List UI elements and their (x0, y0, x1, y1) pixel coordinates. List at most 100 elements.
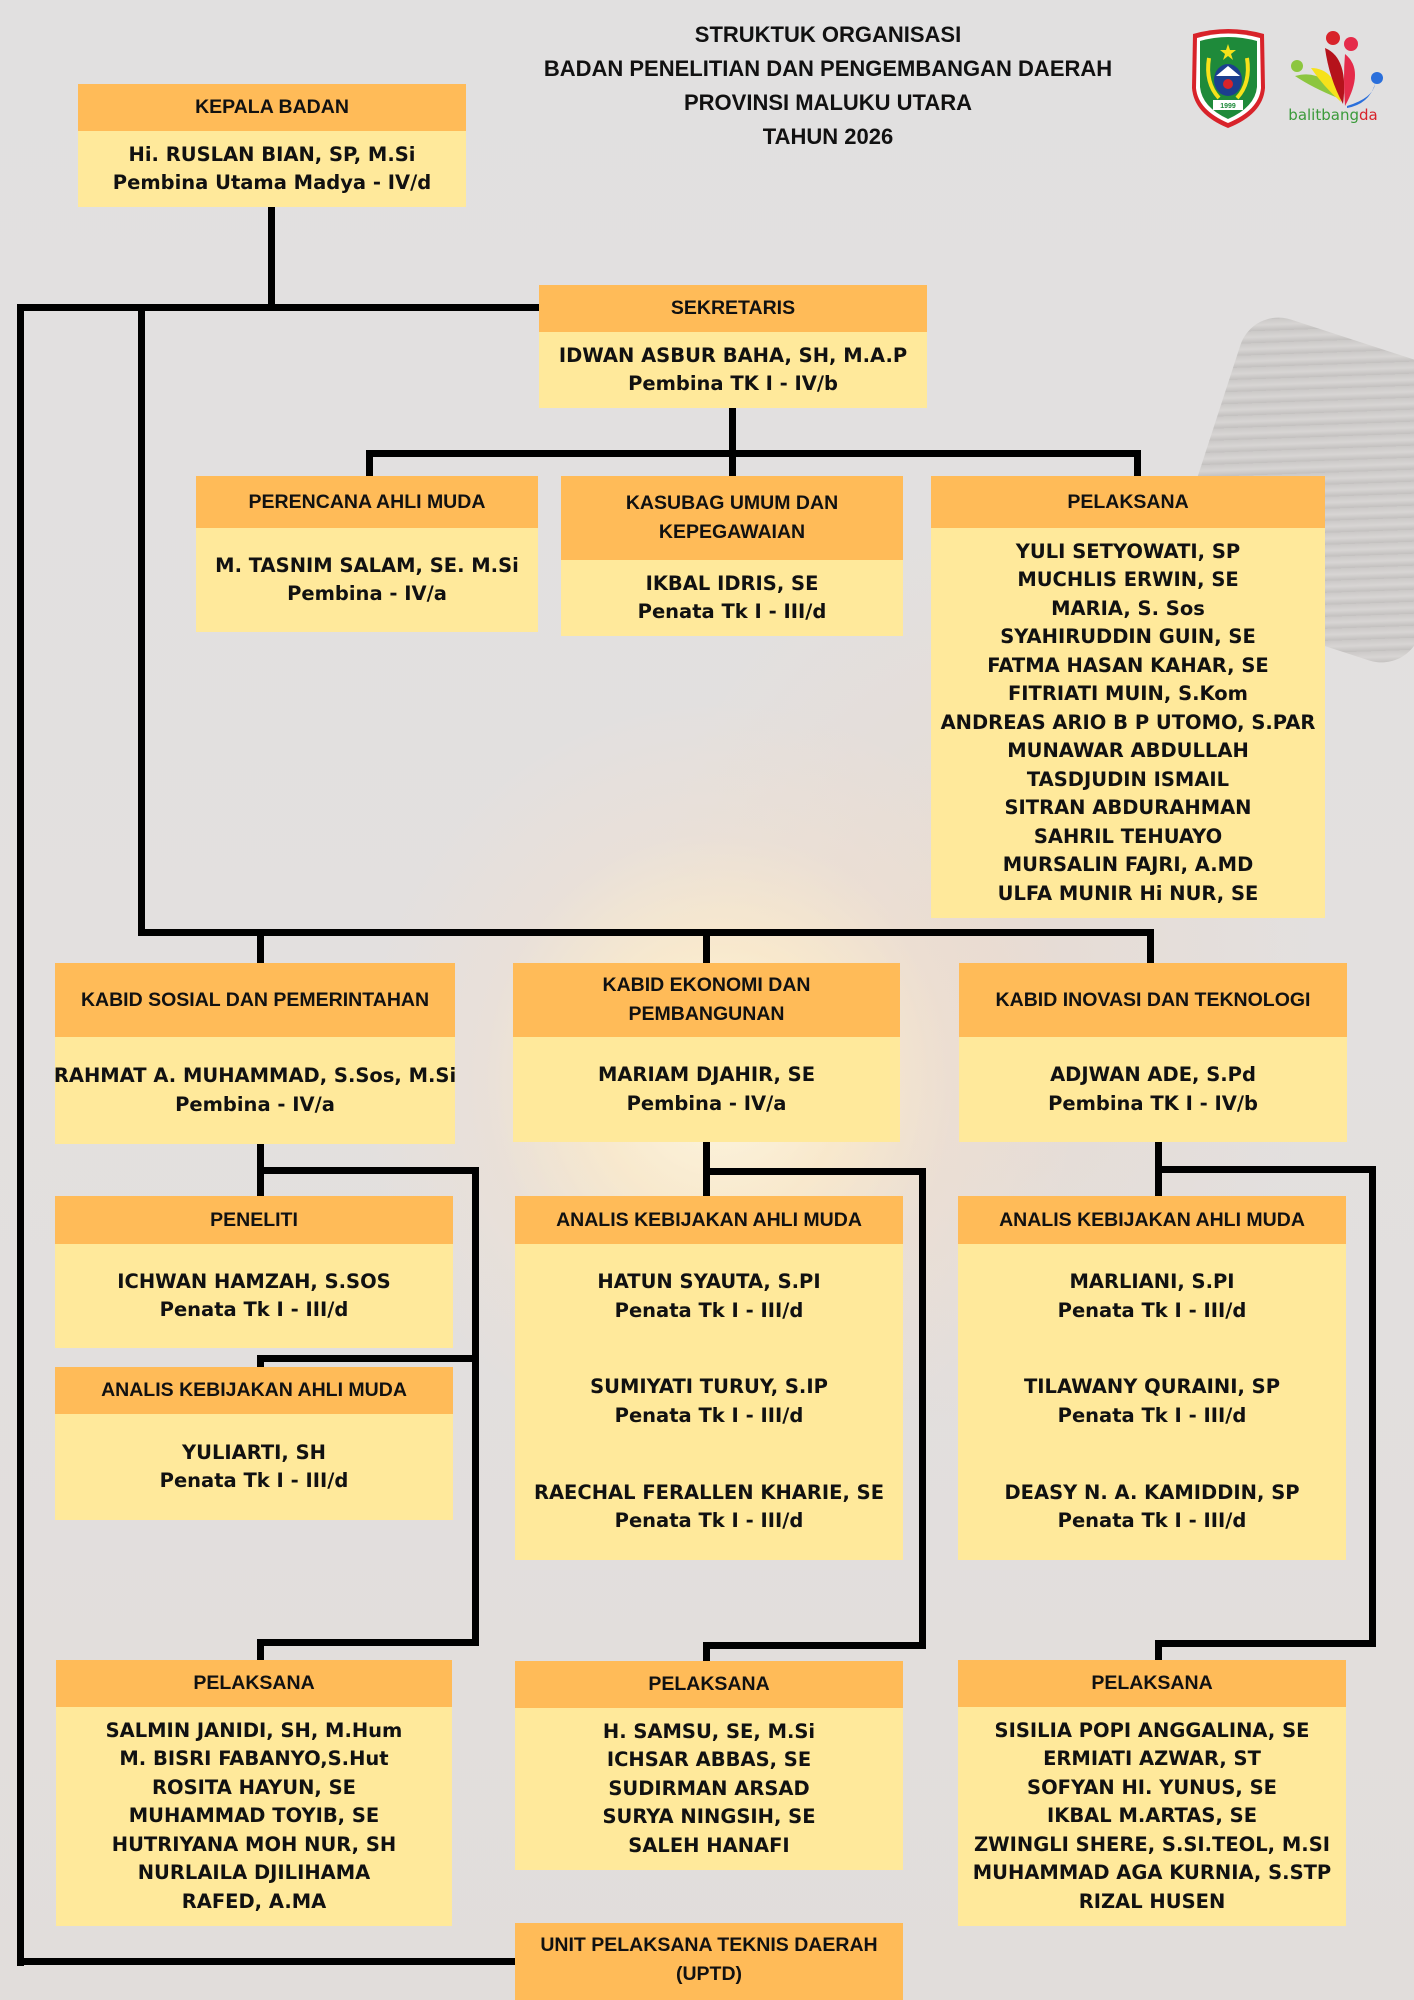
kabid-sosial-box: KABID SOSIAL DAN PEMERINTAHAN RAHMAT A. … (53, 963, 457, 1144)
connector-pelaksana-sekretariat-drop (1134, 450, 1141, 476)
perencana-rank: Pembina - IV/a (287, 582, 447, 605)
uptd-title: UNIT PELAKSANA TEKNIS DAERAH (UPTD) (515, 1923, 903, 2000)
pelaksana-inovasi-member: IKBAL M.ARTAS, SE (1046, 1804, 1258, 1828)
analis-inovasi-name-1: MARLIANI, S.PI (1069, 1270, 1235, 1293)
title-line-1: STRUKTUK ORGANISASI (694, 22, 962, 47)
analis-inovasi-name-2: TILAWANY QURAINI, SP (1023, 1375, 1281, 1398)
kabid-ekonomi-box: KABID EKONOMI DAN PEMBANGUNAN MARIAM DJA… (513, 963, 900, 1142)
connector-sosial-bottom (257, 1639, 479, 1646)
pelaksana-sosial-box: PELAKSANA SALMIN JANIDI, SH, M.Hum M. BIS… (56, 1660, 452, 1926)
analis-ekonomi-rank-2: Penata Tk I - III/d (614, 1403, 804, 1427)
kasubag-box: KASUBAG UMUM DAN KEPEGAWAIAN IKBAL IDRIS… (561, 476, 903, 636)
sekretaris-title: SEKRETARIS (539, 285, 927, 332)
kabid-ekonomi-rank: Pembina - IV/a (626, 1091, 787, 1115)
balitbangda-logo-text: balitbangda (1288, 106, 1377, 124)
analis-ekonomi-box: ANALIS KEBIJAKAN AHLI MUDA HATUN SYAUTA,… (515, 1196, 903, 1560)
pelaksana-sekretariat-member: FITRIATI MUIN, S.Kom (1007, 682, 1249, 706)
kabid-inovasi-title: KABID INOVASI DAN TEKNOLOGI (959, 963, 1347, 1037)
pelaksana-inovasi-member: ERMIATI AZWAR, ST (1043, 1747, 1261, 1771)
pelaksana-sosial-member: M. BISRI FABANYO,S.Hut (119, 1747, 389, 1771)
connector-inovasi-bottom (1155, 1640, 1376, 1647)
pelaksana-sekretariat-member: MUNAWAR ABDULLAH (1007, 739, 1249, 763)
connector-kabid-inovasi-drop (1147, 929, 1154, 963)
balitbangda-logo-icon: balitbangda (1288, 31, 1383, 124)
pelaksana-sosial-member: MUHAMMAD TOYIB, SE (128, 1804, 380, 1828)
perencana-box: PERENCANA AHLI MUDA M. TASNIM SALAM, SE.… (196, 476, 538, 632)
analis-inovasi-box: ANALIS KEBIJAKAN AHLI MUDA MARLIANI, S.P… (958, 1196, 1346, 1560)
pelaksana-inovasi-member: RIZAL HUSEN (1078, 1889, 1226, 1913)
connector-inovasi-right-vertical (1369, 1166, 1376, 1647)
connector-inovasi-right-top (1155, 1166, 1375, 1173)
pelaksana-sekretariat-member: MUCHLIS ERWIN, SE (1017, 568, 1239, 592)
pelaksana-sekretariat-box: PELAKSANA YULI SETYOWATI, SP MUCHLIS ERWI… (931, 476, 1325, 918)
kepala-badan-title: KEPALA BADAN (78, 84, 466, 131)
analis-sosial-rank: Penata Tk I - III/d (159, 1469, 349, 1492)
analis-ekonomi-name-1: HATUN SYAUTA, S.PI (597, 1270, 821, 1293)
pelaksana-sosial-member: SALMIN JANIDI, SH, M.Hum (105, 1718, 403, 1742)
analis-sosial-title: ANALIS KEBIJAKAN AHLI MUDA (55, 1367, 453, 1414)
analis-inovasi-rank-1: Penata Tk I - III/d (1057, 1298, 1247, 1322)
kabid-inovasi-box: KABID INOVASI DAN TEKNOLOGI ADJWAN ADE, … (959, 963, 1347, 1142)
connector-ekonomi-pelaksana-drop (703, 1642, 710, 1661)
pelaksana-sekretariat-member: SITRAN ABDURAHMAN (1004, 796, 1252, 820)
title-line-4: TAHUN 2026 (762, 124, 894, 149)
connector-top-horizontal (17, 304, 540, 311)
perencana-title: PERENCANA AHLI MUDA (196, 476, 538, 528)
kasubag-rank: Penata Tk I - III/d (637, 600, 827, 623)
kabid-inovasi-rank: Pembina TK I - IV/b (1048, 1091, 1258, 1115)
pelaksana-inovasi-member: ZWINGLI SHERE, S.SI.TEOL, M.SI (973, 1832, 1330, 1856)
page-title: STRUKTUK ORGANISASI BADAN PENELITIAN DAN… (470, 18, 1186, 154)
pelaksana-inovasi-member: MUHAMMAD AGA KURNIA, S.STP (972, 1861, 1332, 1885)
pelaksana-ekonomi-member: SURYA NINGSIH, SE (602, 1805, 816, 1829)
connector-sosial-right-vertical (472, 1167, 479, 1646)
emblem-year: 1999 (1220, 103, 1236, 110)
connector-sosial-analis-drop (257, 1355, 264, 1367)
pelaksana-sosial-member: ROSITA HAYUN, SE (152, 1775, 356, 1799)
analis-ekonomi-title: ANALIS KEBIJAKAN AHLI MUDA (515, 1196, 903, 1244)
kabid-ekonomi-name: MARIAM DJAHIR, SE (597, 1063, 816, 1086)
kepala-badan-name: Hi. RUSLAN BIAN, SP, M.Si (128, 142, 416, 166)
pelaksana-ekonomi-member: SALEH HANAFI (628, 1833, 790, 1857)
pelaksana-ekonomi-title: PELAKSANA (515, 1661, 903, 1708)
peneliti-title: PENELITI (55, 1196, 453, 1244)
connector-kepala-down (268, 207, 275, 311)
peneliti-rank: Penata Tk I - III/d (159, 1298, 349, 1321)
analis-inovasi-name-3: DEASY N. A. KAMIDDIN, SP (1004, 1480, 1300, 1504)
pelaksana-sekretariat-member: MARIA, S. Sos (1051, 596, 1205, 620)
pelaksana-sosial-member: NURLAILA DJILIHAMA (137, 1861, 371, 1885)
connector-sosial-right-top (257, 1167, 479, 1174)
connector-kabid-sosial-drop (257, 929, 264, 963)
title-line-2: BADAN PENELITIAN DAN PENGEMBANGAN DAERAH (543, 56, 1113, 81)
pelaksana-sekretariat-member: YULI SETYOWATI, SP (1015, 539, 1241, 563)
analis-ekonomi-name-2: SUMIYATI TURUY, S.IP (590, 1375, 828, 1398)
pelaksana-sekretariat-member: ULFA MUNIR Hi NUR, SE (997, 881, 1259, 905)
pelaksana-sekretariat-member: FATMA HASAN KAHAR, SE (987, 653, 1269, 677)
analis-ekonomi-name-3: RAECHAL FERALLEN KHARIE, SE (533, 1480, 885, 1504)
kabid-sosial-name: RAHMAT A. MUHAMMAD, S.Sos, M.Si (53, 1064, 457, 1087)
kepala-badan-box: KEPALA BADAN Hi. RUSLAN BIAN, SP, M.Si P… (78, 84, 466, 207)
connector-left-inner-vertical (138, 304, 145, 936)
pelaksana-ekonomi-member: ICHSAR ABBAS, SE (606, 1748, 812, 1772)
provincial-coat-of-arms-icon: 1999 (1192, 29, 1265, 128)
connector-ekonomi-right-top (703, 1168, 926, 1175)
pelaksana-sosial-member: HUTRIYANA MOH NUR, SH (111, 1832, 397, 1856)
peneliti-name: ICHWAN HAMZAH, S.SOS (117, 1269, 391, 1293)
pelaksana-sosial-member: RAFED, A.MA (181, 1889, 327, 1913)
analis-ekonomi-rank-1: Penata Tk I - III/d (614, 1298, 804, 1322)
connector-sosial-pelaksana-drop (257, 1639, 264, 1660)
analis-inovasi-rank-2: Penata Tk I - III/d (1057, 1403, 1247, 1427)
pelaksana-sosial-title: PELAKSANA (56, 1660, 452, 1707)
title-line-3: PROVINSI MALUKU UTARA (683, 90, 973, 115)
connector-left-outer-vertical (17, 304, 24, 1966)
pelaksana-sekretariat-title: PELAKSANA (931, 476, 1325, 528)
pelaksana-sekretariat-member: MURSALIN FAJRI, A.MD (1002, 853, 1254, 877)
connector-kabid-ekonomi-drop (703, 929, 710, 963)
kepala-badan-rank: Pembina Utama Madya - IV/d (112, 171, 432, 194)
connector-uptd-horizontal (17, 1958, 515, 1965)
pelaksana-ekonomi-member: H. SAMSU, SE, M.Si (602, 1719, 816, 1743)
sekretaris-name: IDWAN ASBUR BAHA, SH, M.A.P (558, 343, 908, 367)
connector-perencana-drop (366, 450, 373, 476)
analis-sosial-box: ANALIS KEBIJAKAN AHLI MUDA YULIARTI, SH … (55, 1367, 453, 1520)
kabid-sosial-title: KABID SOSIAL DAN PEMERINTAHAN (55, 963, 455, 1037)
